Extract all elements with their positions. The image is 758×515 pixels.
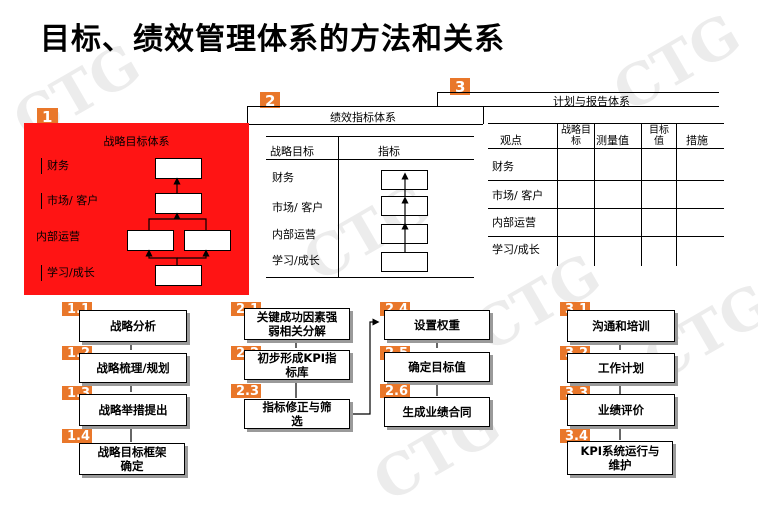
plan-header-measure: 测量值 [596,134,629,147]
section2-badge: 2 [260,92,280,110]
step-box: 关键成功因素强弱相关分解 [244,308,350,340]
section3-title: 计划与报告体系 [553,95,630,108]
indicator-row-label: 市场/ 客户 [272,201,324,214]
plan-row-label: 市场/ 客户 [492,189,544,202]
step-box: 战略目标框架确定 [79,443,185,475]
step-box: KPI系统运行与维护 [567,441,673,475]
plan-header-viewpoint: 观点 [500,134,522,147]
plan-row-label: 内部运营 [492,216,536,229]
plan-header-action: 措施 [686,134,708,147]
step-box: 业绩评价 [567,394,675,426]
section3-badge: 3 [450,78,470,96]
strategy-row-label: 市场/ 客户 [41,193,98,209]
section1-badge: 1 [37,108,58,126]
objective-box [155,265,202,286]
strategy-row-label: 学习/成长 [41,265,95,281]
step-badge: 2.3 [231,384,261,399]
indicator-arrows [401,172,409,252]
plan-table: 观点 战略目标 测量值 目标值 措施 财务 市场/ 客户 内部运营 学习/成长 [488,123,724,266]
section2-title: 绩效指标体系 [330,111,396,124]
plan-row-label: 财务 [492,160,514,173]
step-badge: 2.6 [380,384,410,399]
step-box: 指标修正与筛选 [244,399,350,429]
step-box: 战略分析 [79,310,187,342]
plan-header-target: 目标值 [649,125,669,147]
step-box: 战略举措提出 [79,394,187,426]
page-title: 目标、绩效管理体系的方法和关系 [40,22,505,57]
step-box: 沟通和培训 [567,310,675,342]
step-badge: 3.4 [560,429,590,444]
objective-arrows [145,177,210,265]
step-box: 战略梳理/规划 [79,353,187,383]
step-box: 确定目标值 [384,352,490,382]
step-connectors [130,318,621,442]
step-badge: 1.4 [62,429,92,444]
indicator-row-label: 学习/成长 [272,254,320,267]
step-box: 工作计划 [567,353,675,383]
strategy-row-label: 财务 [41,158,69,174]
indicator-header-kpi: 指标 [378,145,400,158]
indicator-header-goal: 战略目标 [270,145,314,158]
step-box: 设置权重 [384,310,490,340]
indicator-row-label: 财务 [272,171,294,184]
indicator-row-label: 内部运营 [272,228,316,241]
step-box: 生成业绩合同 [384,397,490,427]
plan-header-goal: 战略目标 [561,125,591,147]
indicator-table: 战略目标 指标 财务 市场/ 客户 内部运营 学习/成长 [266,136,474,278]
plan-row-label: 学习/成长 [492,243,540,256]
section1-title: 战略目标体系 [103,135,170,148]
strategy-objective-panel: 战略目标体系 财务 市场/ 客户 内部运营 学习/成长 [24,123,249,295]
indicator-box [381,252,428,272]
step-box: 初步形成KPI指标库 [244,350,350,380]
strategy-row-label: 内部运营 [36,230,80,243]
